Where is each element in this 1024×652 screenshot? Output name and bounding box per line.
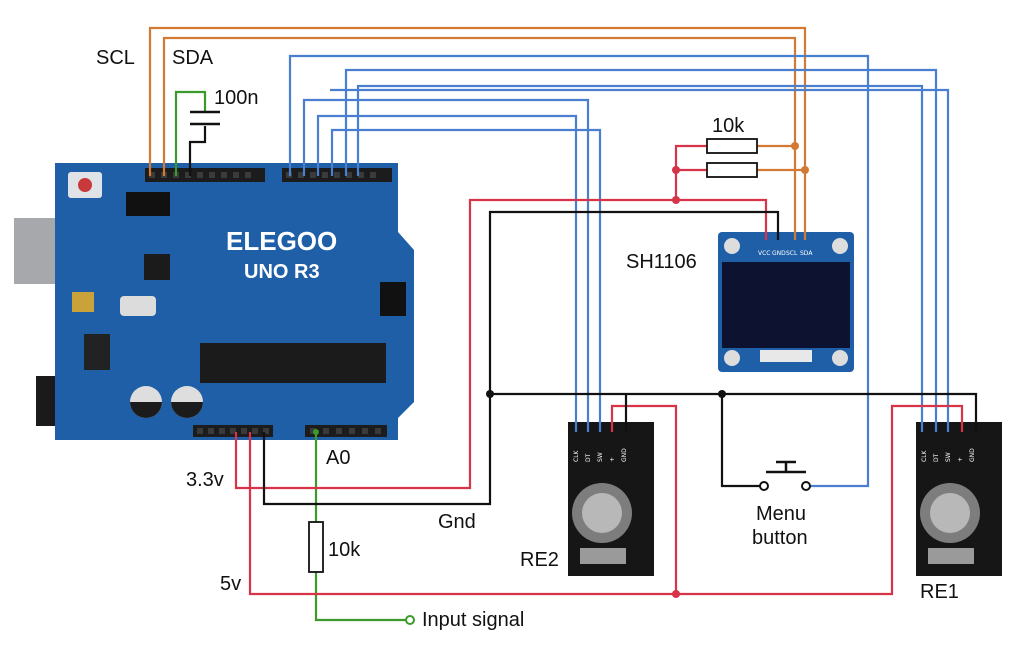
re2-pin-sw: SW xyxy=(597,452,604,462)
encoder-re1: CLK DT SW + GND xyxy=(916,422,1002,576)
label-re2: RE2 xyxy=(520,549,559,571)
wire-gnd xyxy=(262,210,780,506)
label-capacitor: 100n xyxy=(214,87,259,109)
board-brand: ELEGOO xyxy=(226,226,337,256)
wire-sda xyxy=(162,36,797,240)
re1-pin-dt: DT xyxy=(933,453,940,462)
label-a0: A0 xyxy=(326,447,350,469)
arduino-uno-board: ELEGOO UNO R3 xyxy=(14,163,414,440)
resistor-scl-pullup xyxy=(706,138,758,154)
re2-pin-dt: DT xyxy=(585,453,592,462)
re2-pin-gnd: GND xyxy=(621,448,628,462)
wire-input-signal xyxy=(314,572,406,622)
resistor-input xyxy=(308,521,324,573)
icsp-header xyxy=(126,192,170,216)
label-3v3: 3.3v xyxy=(186,469,224,491)
oled-display: VCC GND SCL SDA xyxy=(718,232,854,372)
label-gnd: Gnd xyxy=(438,511,476,533)
label-input-signal: Input signal xyxy=(422,609,524,631)
oled-screen xyxy=(722,262,850,348)
label-scl: SCL xyxy=(96,47,135,69)
reset-button-cap xyxy=(78,178,92,192)
re2-pin-plus: + xyxy=(609,457,616,462)
re1-pin-gnd: GND xyxy=(969,448,976,462)
wire-re2-sw xyxy=(302,98,590,432)
usb-chip xyxy=(144,254,170,280)
input-terminal xyxy=(405,615,415,625)
wire-cap-gnd xyxy=(188,126,207,176)
wire-aref xyxy=(174,90,207,176)
wire-re1-clk xyxy=(330,88,950,432)
oled-pin-sda: SDA xyxy=(800,250,813,257)
crystal xyxy=(120,296,156,316)
wire-re2-vcc xyxy=(610,404,678,594)
re1-pin-plus: + xyxy=(957,457,964,462)
wire-re1-sw xyxy=(344,68,938,432)
atmega-chip xyxy=(200,343,386,383)
wire-33v xyxy=(234,198,768,490)
wire-gnd-bus xyxy=(490,392,978,432)
wire-menu xyxy=(288,54,870,488)
wire-scl xyxy=(148,26,807,240)
wires xyxy=(148,26,978,622)
wire-menu-gnd xyxy=(720,394,760,488)
board-model: UNO R3 xyxy=(244,261,320,283)
junctions xyxy=(313,142,809,598)
re1-pin-clk: CLK xyxy=(921,449,928,462)
label-re1: RE1 xyxy=(920,581,959,603)
icsp-header-right xyxy=(380,282,406,316)
wire-re2-clk xyxy=(330,128,602,432)
encoder-re2: CLK DT SW + GND xyxy=(568,422,654,576)
wire-re1-dt xyxy=(356,84,924,432)
re1-pin-sw: SW xyxy=(945,452,952,462)
regulator xyxy=(84,334,110,370)
label-sda: SDA xyxy=(172,47,214,69)
oled-pin-gnd: GND xyxy=(772,250,786,257)
wire-re2-dt xyxy=(316,114,578,432)
label-resistor-input: 10k xyxy=(328,539,361,561)
label-oled: SH1106 xyxy=(626,251,697,273)
label-button: button xyxy=(752,527,808,549)
board-pcb xyxy=(55,163,414,440)
fuse xyxy=(72,292,94,312)
oled-pin-scl: SCL xyxy=(786,250,798,257)
label-5v: 5v xyxy=(220,573,241,595)
re2-pin-clk: CLK xyxy=(573,449,580,462)
menu-button-switch xyxy=(759,460,811,491)
label-menu: Menu xyxy=(756,503,806,525)
oled-pin-vcc: VCC xyxy=(758,250,770,257)
wire-5v xyxy=(248,404,964,596)
capacitor-100n xyxy=(190,110,220,126)
resistor-sda-pullup xyxy=(706,162,758,178)
label-resistor-top: 10k xyxy=(712,115,745,137)
